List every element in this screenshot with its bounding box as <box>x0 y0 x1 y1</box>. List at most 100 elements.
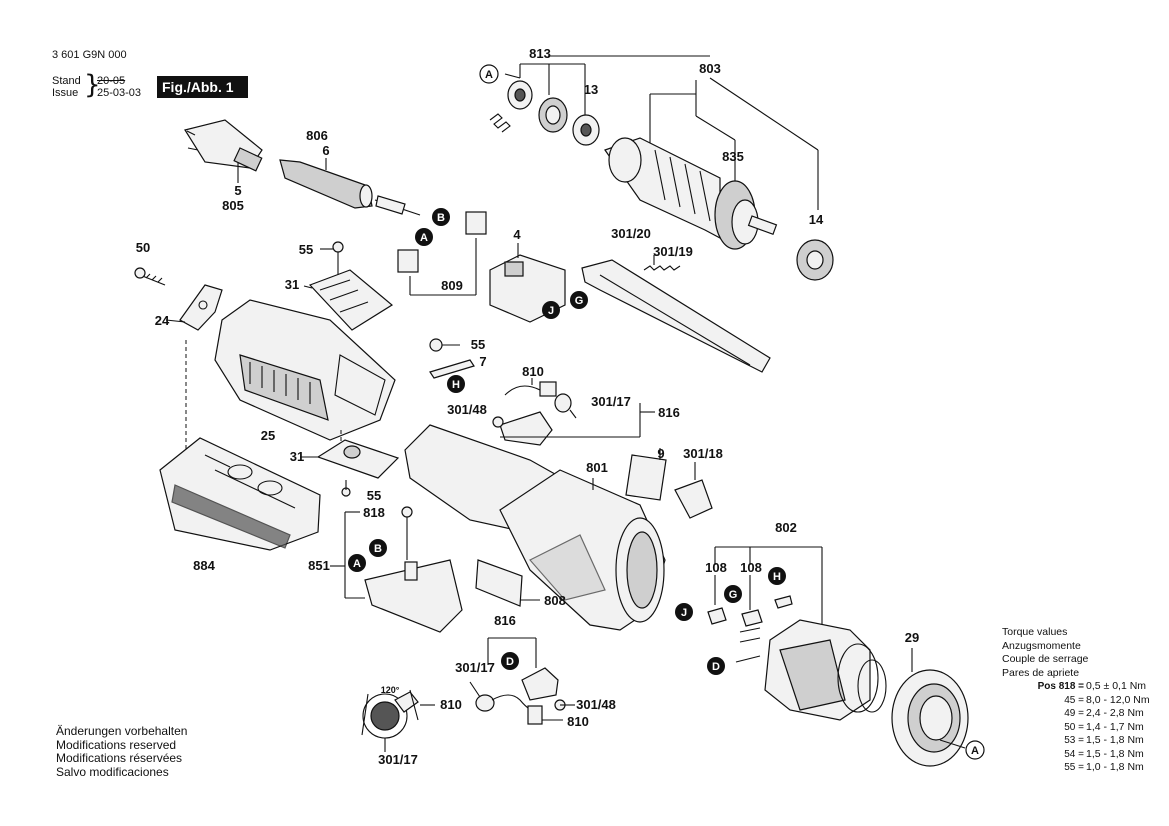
end-cap-29 <box>891 648 969 767</box>
svg-text:H: H <box>452 379 460 391</box>
clamp-7 <box>429 359 475 379</box>
svg-text:H: H <box>773 571 781 583</box>
label-301-20: 301/20 <box>611 226 651 241</box>
connectors-108 <box>707 595 793 663</box>
issue-label: Issue <box>52 87 79 99</box>
spring-301-17-center <box>554 393 577 419</box>
document-number: 3 601 G9N 000 <box>52 49 127 61</box>
bearing-14 <box>796 239 834 281</box>
notice-line-fr: Modifications réservées <box>56 751 183 765</box>
torque-value: 1,5 - 1,8 Nm <box>1086 734 1144 746</box>
torque-value: 1,5 - 1,8 Nm <box>1086 747 1144 760</box>
spring-301-19 <box>643 255 681 271</box>
torque-title-es: Pares de apriete <box>1002 666 1080 679</box>
screw-301-48-bottom <box>554 699 575 711</box>
callout-g-switch: G <box>570 291 588 309</box>
label-301-17-bottom: 301/17 <box>455 660 495 675</box>
cable-end <box>374 195 421 216</box>
label-25: 25 <box>261 428 275 443</box>
label-55-top: 55 <box>299 242 313 257</box>
label-808: 808 <box>544 593 566 608</box>
bearing-13 <box>572 114 600 146</box>
label-108-left: 108 <box>705 560 727 575</box>
label-816-bottom: 816 <box>494 613 516 628</box>
torque-key: Pos 818 = <box>1037 681 1084 692</box>
label-801: 801 <box>586 460 608 475</box>
label-851: 851 <box>308 558 330 573</box>
label-13: 13 <box>584 82 598 97</box>
dash-lines-left <box>185 340 342 450</box>
label-108-right: 108 <box>740 560 762 575</box>
modifications-notice: Änderungen vorbehalten Modifications res… <box>56 724 188 779</box>
label-angle: 120° <box>381 685 400 695</box>
armature-835 <box>604 137 778 250</box>
label-818: 818 <box>363 505 385 520</box>
svg-text:J: J <box>548 305 554 317</box>
mains-plug <box>184 119 263 172</box>
callout-g-connector: G <box>724 585 742 603</box>
bearing-813-middle <box>538 97 568 133</box>
label-301-19: 301/19 <box>653 244 693 259</box>
brace-glyph: } <box>84 70 101 100</box>
cover-301-18 <box>674 462 713 519</box>
torque-values-table: Torque values Anzugsmomente Couple de se… <box>1002 626 1152 775</box>
screw-50 <box>134 267 166 286</box>
part-labels: 813 803 13 835 14 806 6 5 805 50 55 31 8… <box>136 46 919 767</box>
torque-key: 53 = <box>1064 735 1084 746</box>
cover-plate-31-bottom <box>300 439 400 479</box>
callout-a-top-left: A <box>479 64 499 84</box>
label-50: 50 <box>136 240 150 255</box>
torque-key: 54 = <box>1064 748 1084 760</box>
label-802: 802 <box>775 520 797 535</box>
cable-sleeve-806 <box>279 159 373 209</box>
torque-value: 2,4 - 2,8 Nm <box>1086 707 1144 719</box>
callout-b-cable: B <box>432 208 450 226</box>
label-301-48-center: 301/48 <box>447 402 487 417</box>
torque-key: 50 = <box>1064 721 1084 733</box>
label-806: 806 <box>306 128 328 143</box>
switch-rod-301-20 <box>581 259 771 373</box>
brush-holder-816-bottom <box>487 637 559 701</box>
callout-d-brush: D <box>501 652 519 670</box>
torque-key: 55 = <box>1064 762 1084 773</box>
spiral-spring-810 <box>361 689 435 752</box>
label-29: 29 <box>905 630 919 645</box>
torque-row: 50 =1,4 - 1,7 Nm <box>1002 721 1152 735</box>
spring-301-17-bottom <box>469 681 495 712</box>
svg-text:B: B <box>374 543 382 555</box>
label-809: 809 <box>441 278 463 293</box>
label-301-48-bottom: 301/48 <box>576 697 616 712</box>
label-plate-9 <box>625 448 667 501</box>
callouts: A B A G J H B A J G H D D A <box>348 64 985 760</box>
label-6: 6 <box>322 143 329 158</box>
svg-text:A: A <box>971 745 979 757</box>
rear-cap-24 <box>165 284 223 331</box>
label-835: 835 <box>722 149 744 164</box>
label-9: 9 <box>657 446 664 461</box>
brush-810-center <box>504 378 557 397</box>
svg-text:A: A <box>353 558 361 570</box>
label-55-bottom: 55 <box>367 488 381 503</box>
notice-line-de: Änderungen vorbehalten <box>56 724 188 738</box>
torque-title-de: Anzugsmomente <box>1002 639 1081 652</box>
svg-text:D: D <box>506 656 514 668</box>
label-4: 4 <box>513 227 521 242</box>
svg-text:D: D <box>712 661 720 673</box>
torque-row: 45 =8,0 - 12,0 Nm <box>1002 694 1152 708</box>
notice-line-en: Modifications reserved <box>56 737 177 752</box>
label-7: 7 <box>479 354 486 369</box>
motor-housing-801 <box>404 424 666 631</box>
callout-h-connector: H <box>768 567 786 585</box>
label-31-bottom: 31 <box>290 449 304 464</box>
torque-row: 54 =1,5 - 1,8 Nm <box>1002 748 1152 762</box>
label-301-17-spiral: 301/17 <box>378 752 418 767</box>
terminals-809 <box>397 211 487 296</box>
bearing-813-left <box>507 80 533 110</box>
figure-label: Fig./Abb. 1 <box>157 76 248 98</box>
cover-plate-31-top <box>303 269 394 331</box>
brush-810-bottom <box>491 694 563 725</box>
torque-title-en: Torque values <box>1002 626 1068 638</box>
svg-text:A: A <box>420 232 428 244</box>
label-31-top: 31 <box>285 277 299 292</box>
callout-a-end-cap: A <box>965 740 985 760</box>
